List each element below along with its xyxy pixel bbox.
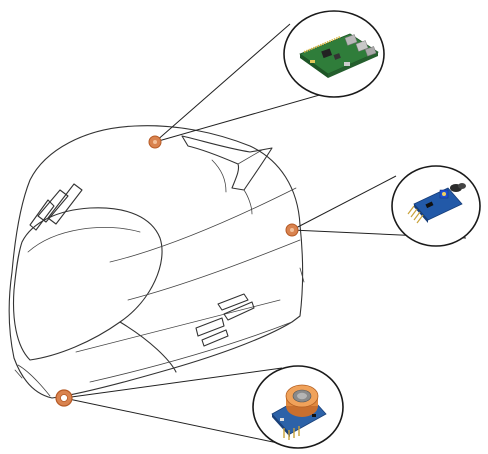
callout-gas-sensor xyxy=(253,366,343,448)
helmet-outline xyxy=(9,126,304,398)
sensor-marker-chin xyxy=(56,390,72,406)
callout-tilt-sensor xyxy=(392,166,480,246)
callout-controller-board xyxy=(284,11,384,97)
sensor-marker-side xyxy=(286,224,298,236)
sensor-marker-top xyxy=(149,136,161,148)
